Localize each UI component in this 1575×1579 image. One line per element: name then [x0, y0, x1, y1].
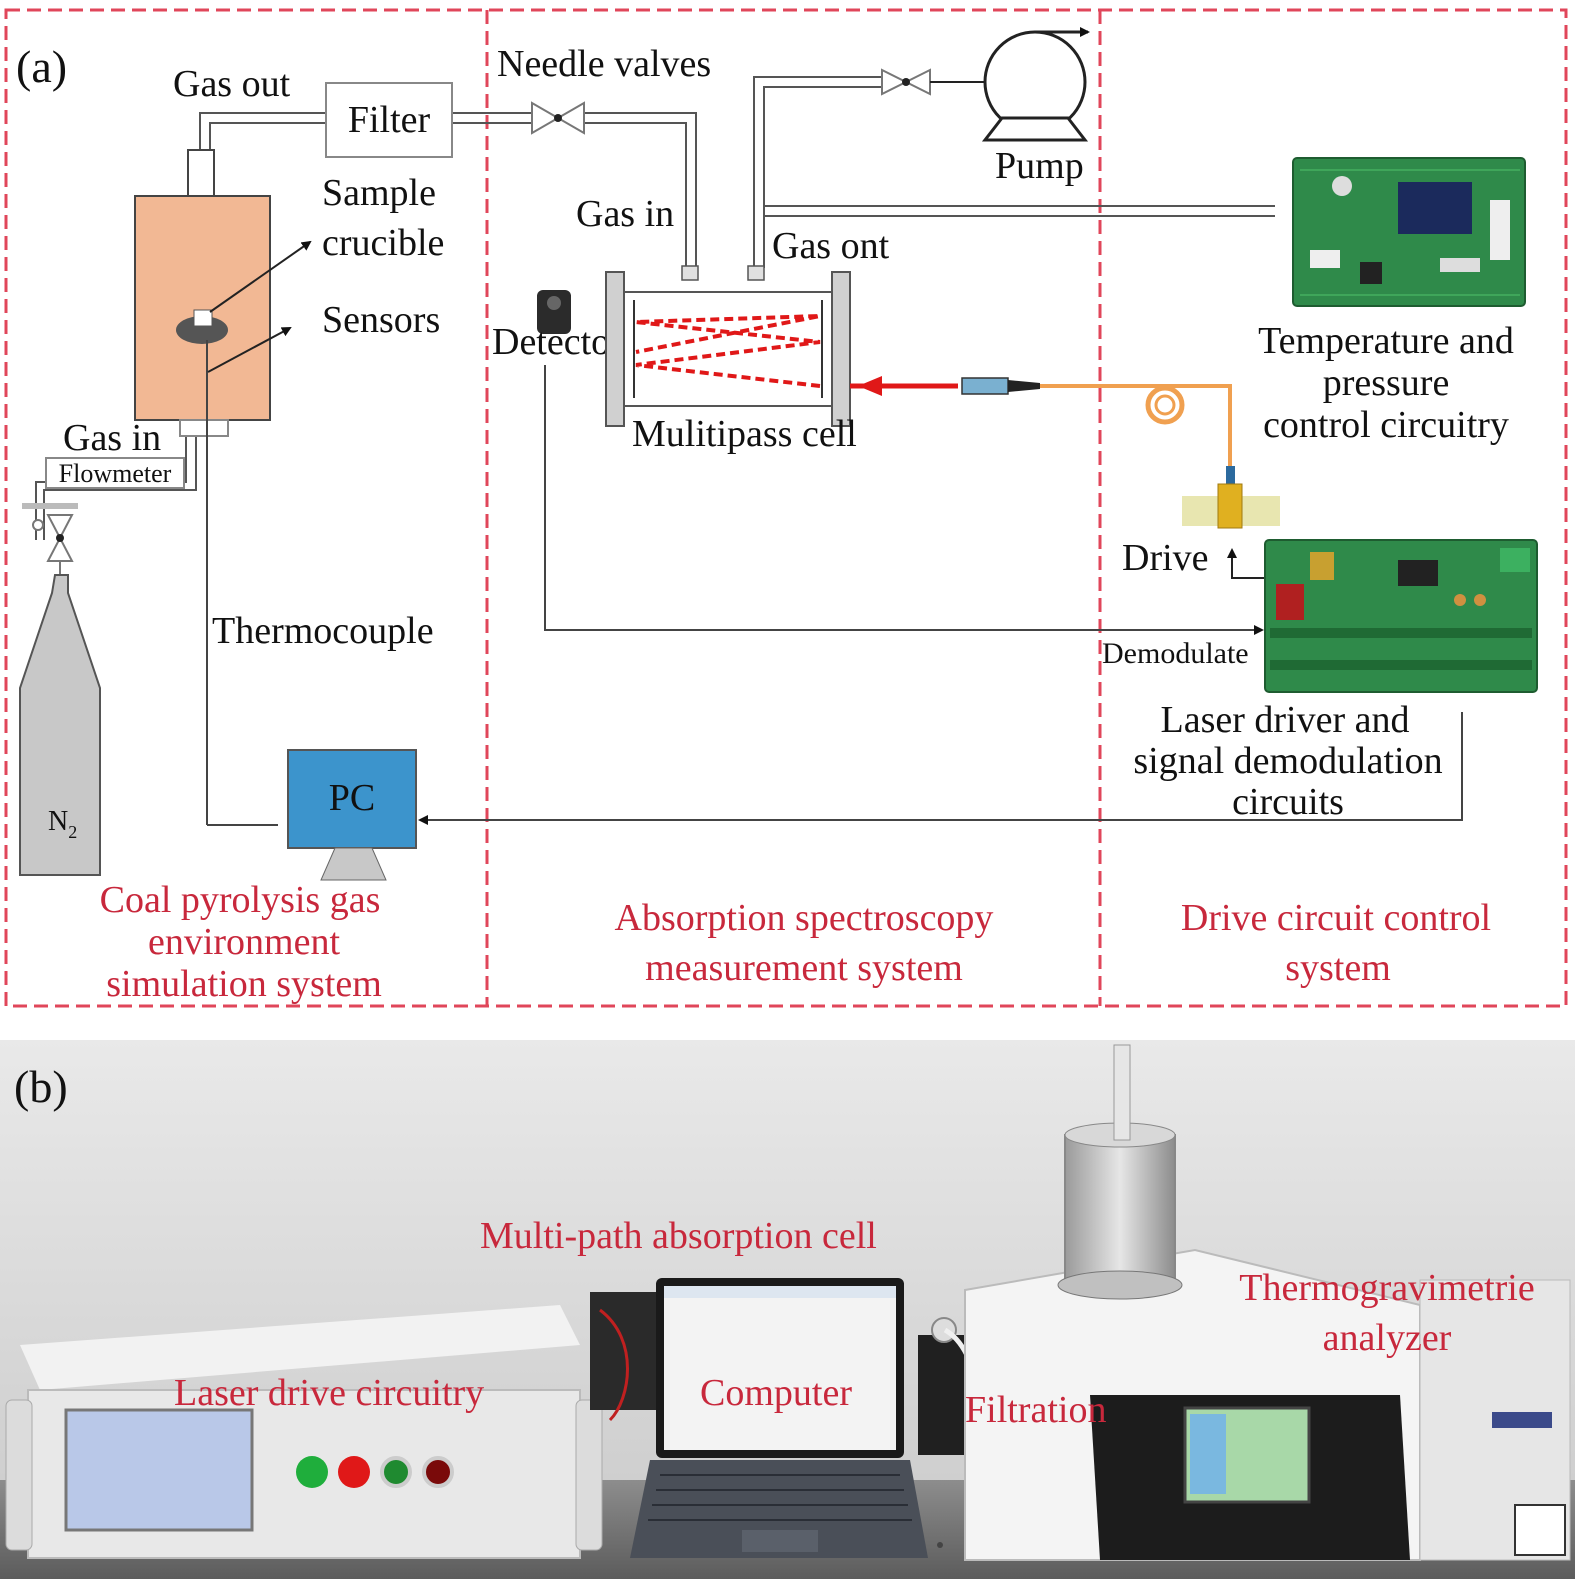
signal-to-pc-line — [418, 712, 1463, 825]
system3-caption-line2: system — [1285, 947, 1391, 989]
thermogravimetric-analyzer — [964, 1044, 1571, 1561]
temperature-label-line1: Temperature and — [1258, 320, 1514, 362]
pump-icon — [981, 27, 1090, 142]
system2-caption-line1: Absorption spectroscopy — [615, 897, 994, 939]
laser-driver-label-line1: Laser driver and — [1161, 699, 1410, 741]
collimator-tip — [1008, 380, 1040, 392]
demodulate-label: Demodulate — [1102, 637, 1249, 670]
laser-drive-circuitry-label: Laser drive circuitry — [174, 1372, 484, 1414]
sample-crucible-icon — [193, 309, 213, 327]
needle-valve-icon — [531, 101, 585, 135]
flowmeter-label: Flowmeter — [59, 459, 172, 488]
red-cable — [599, 1308, 629, 1422]
flowmeter-box — [45, 457, 185, 489]
furnace-outlet — [187, 149, 215, 197]
temperature-control-board — [1292, 157, 1526, 307]
gas-in-cell-label: Gas in — [576, 193, 674, 235]
drive-line — [1227, 548, 1265, 579]
laser-diode-icon — [1182, 466, 1280, 529]
pc-label: PC — [329, 777, 375, 819]
demodulate-line — [544, 365, 1264, 635]
sensor-pointer — [207, 327, 292, 373]
pump-label: Pump — [995, 145, 1084, 187]
multi-path-cell-label: Multi-path absorption cell — [480, 1215, 877, 1257]
system-boundary-outer — [4, 8, 1568, 1008]
filtration-label: Filtration — [965, 1389, 1106, 1431]
laser-driver-board — [1264, 539, 1538, 693]
laptop — [630, 1278, 928, 1558]
drive-label: Drive — [1122, 537, 1209, 579]
panel-b: (b) Multi-path absorption cell Thermogra… — [0, 1040, 1575, 1579]
system1-caption-line2: environment — [148, 921, 341, 963]
laser-driver-label-line3: circuits — [1232, 781, 1344, 823]
system1-caption-line3: simulation system — [106, 963, 382, 1005]
thermocouple-label: Thermocouple — [212, 610, 434, 652]
regulator-bar — [22, 503, 78, 509]
needle-valve-icon — [881, 68, 931, 96]
system3-caption-line1: Drive circuit control — [1181, 897, 1491, 939]
optical-fiber — [1040, 384, 1232, 466]
crucible-label: crucible — [322, 222, 444, 264]
filter-label: Filter — [348, 99, 431, 141]
cylinder-valve-icon — [32, 514, 74, 575]
system1-caption-line1: Coal pyrolysis gas — [100, 879, 381, 921]
thermogravimetric-label-line1: Thermogravimetrie — [1239, 1267, 1534, 1309]
gas-ont-label: Gas ont — [772, 225, 890, 267]
gas-out-label: Gas out — [173, 63, 291, 105]
crucible-pointer — [209, 240, 312, 313]
multipass-cell — [605, 265, 851, 427]
furnace — [134, 195, 271, 421]
crucible-holder — [176, 316, 228, 344]
pc-box — [287, 749, 417, 849]
panel-b-label: (b) — [14, 1061, 68, 1112]
gas-in-label: Gas in — [63, 417, 161, 459]
gas-tubing — [35, 76, 1275, 540]
fiber-coil — [1145, 385, 1185, 425]
detector-icon — [537, 290, 571, 334]
furnace-base — [179, 419, 229, 437]
computer-label: Computer — [700, 1372, 852, 1414]
thermogravimetric-label-line2: analyzer — [1323, 1317, 1452, 1359]
panel-a-label: (a) — [16, 41, 67, 92]
needle-valves-label: Needle valves — [497, 43, 711, 85]
system2-caption-line2: measurement system — [645, 947, 963, 989]
n2-cylinder — [19, 574, 101, 876]
fiber-coil — [1154, 394, 1176, 416]
detector-label: Detector — [492, 321, 623, 363]
multipass-cell-label: Mulitipass cell — [632, 413, 857, 455]
pc-stand — [320, 847, 387, 881]
sensors-label: Sensors — [322, 299, 440, 341]
n2-label: N2 — [48, 806, 77, 842]
filter-box — [325, 82, 453, 158]
collimator — [961, 377, 1009, 395]
laser-drive-box — [5, 1305, 603, 1559]
laser-driver-label-line2: signal demodulation — [1133, 740, 1442, 782]
temperature-label-line2: pressure — [1323, 362, 1450, 404]
sample-label: Sample — [322, 172, 436, 214]
panel-a: (a) — [4, 8, 1568, 1008]
laser-arrow — [858, 376, 882, 396]
temperature-label-line3: control circuitry — [1263, 404, 1509, 446]
